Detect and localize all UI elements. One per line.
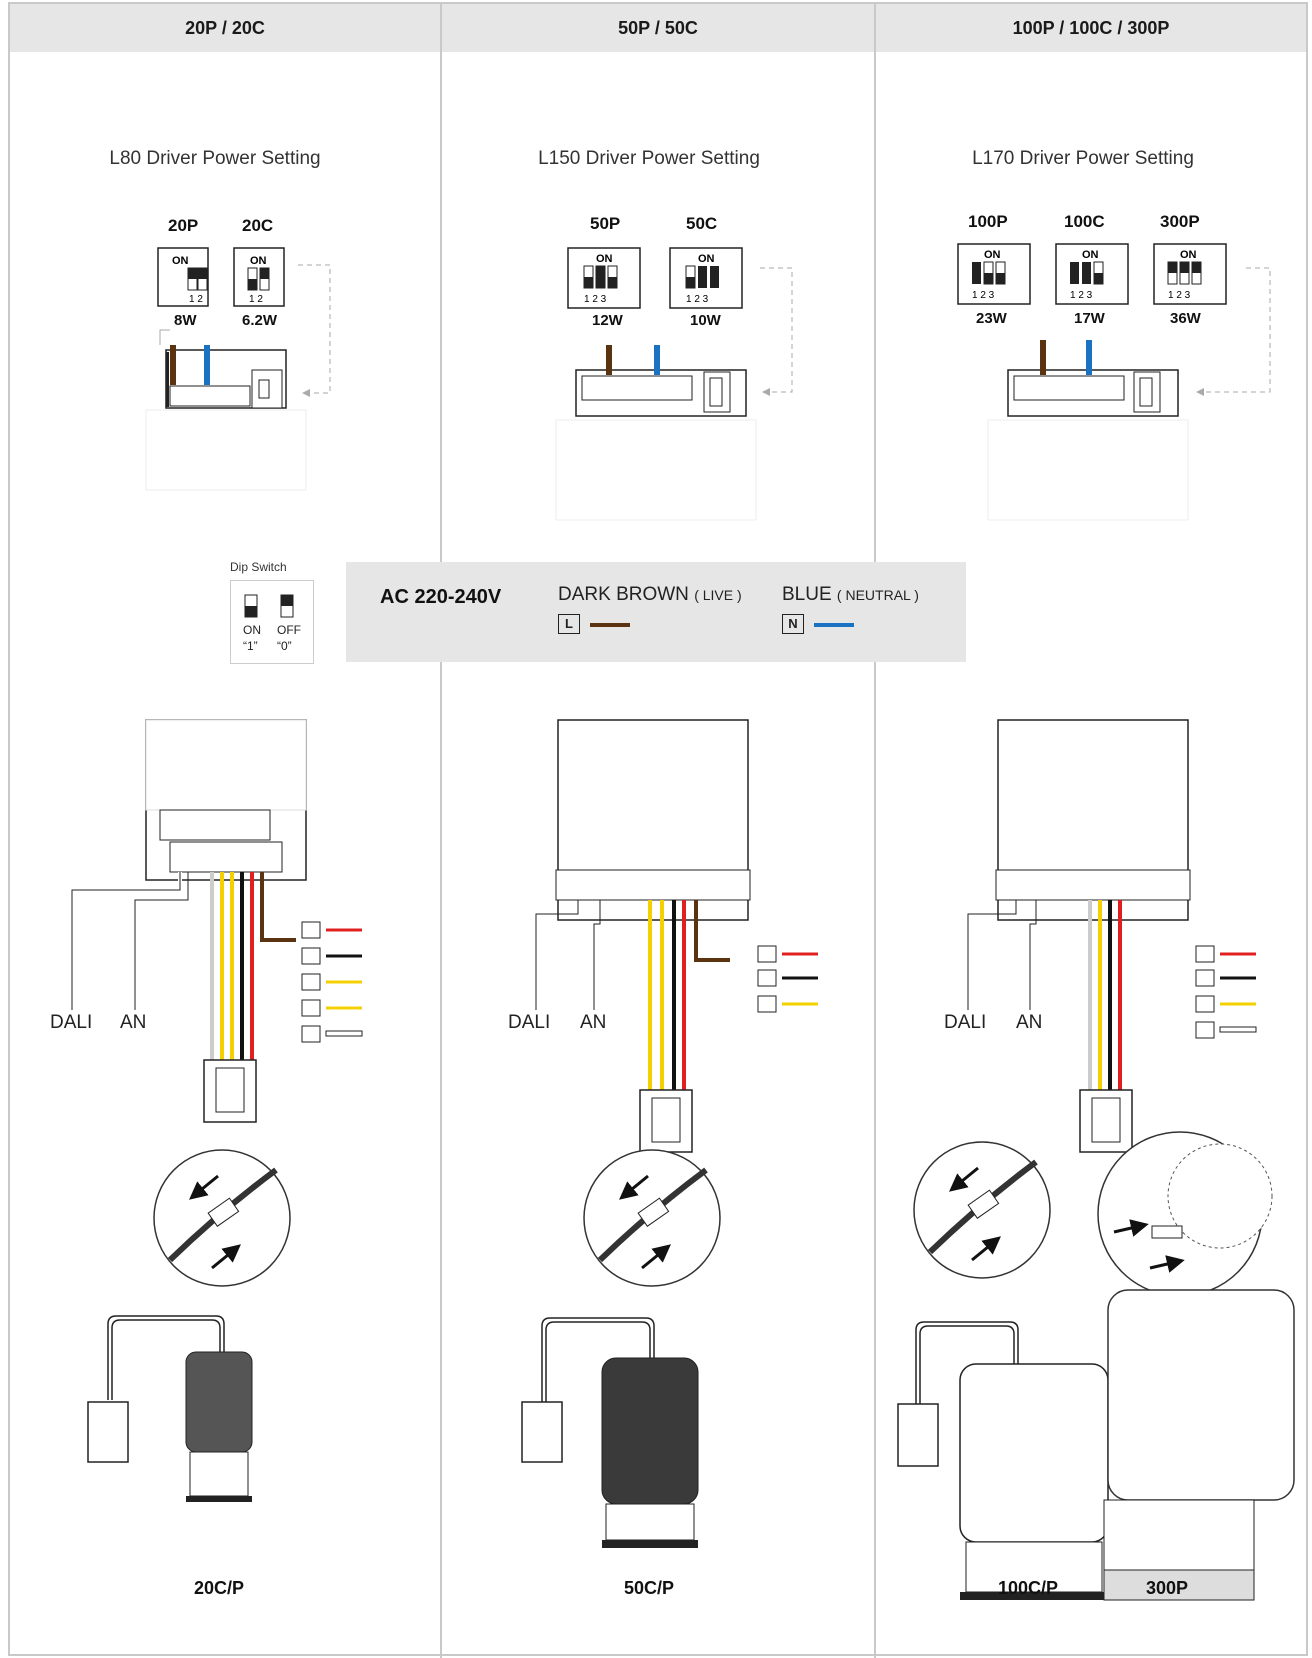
- dip-switch-20p: [157, 247, 209, 307]
- on-label: ON: [1180, 249, 1197, 261]
- ac-voltage: AC 220-240V: [380, 586, 502, 608]
- col1-wires: [70, 872, 296, 1060]
- neutral-wire-name: BLUE: [782, 584, 832, 605]
- product-label-20cp: 20C/P: [194, 1578, 245, 1598]
- driver-title-l150: L150 Driver Power Setting: [538, 148, 760, 169]
- dali-label-col2: DALI: [508, 1012, 551, 1033]
- col3-wire-legend: [1195, 945, 1257, 1039]
- product-20cp: [87, 1315, 253, 1502]
- watt-20p: 8W: [174, 312, 197, 329]
- dip-numbers: 1 2 3: [584, 294, 607, 305]
- dip-switch-100p: [957, 243, 1031, 305]
- l80-driver-top: [145, 329, 307, 491]
- l150-driver-top: [555, 345, 757, 521]
- product-100cp: [897, 1321, 1109, 1600]
- dip-off-value: “0”: [277, 639, 292, 653]
- zoom-circle-col3-left: [913, 1141, 1051, 1279]
- col1-wire-legend: [301, 921, 363, 1043]
- dip-switch-300p: [1153, 243, 1227, 305]
- on-label: ON: [172, 255, 189, 267]
- dip-numbers: 1 2: [249, 294, 263, 305]
- dip-numbers: 1 2 3: [1168, 290, 1191, 301]
- an-label-col1: AN: [120, 1012, 147, 1033]
- dip-label-100c: 100C: [1064, 212, 1105, 231]
- dashed-arrow-col3: [1196, 267, 1271, 396]
- dashed-arrow-col2: [760, 267, 793, 396]
- an-label-col3: AN: [1016, 1012, 1043, 1033]
- dip-switch-20c: [233, 247, 285, 307]
- driver-title-l80: L80 Driver Power Setting: [109, 148, 321, 169]
- l150-driver-bottom: [555, 719, 751, 921]
- product-300p: [1103, 1289, 1295, 1601]
- live-wire-swatch: [590, 623, 630, 627]
- dali-label-col3: DALI: [944, 1012, 987, 1033]
- dip-switch-legend: ON “1” OFF “0”: [230, 580, 314, 664]
- dip-switch-caption: Dip Switch: [230, 560, 287, 574]
- header-col3: 100P / 100C / 300P: [876, 4, 1306, 52]
- dip-label-100p: 100P: [968, 212, 1008, 231]
- dip-off-text: OFF: [277, 623, 301, 637]
- neutral-wire-swatch: [814, 623, 854, 627]
- product-label-300p: 300P: [1146, 1578, 1189, 1598]
- on-label: ON: [1082, 249, 1099, 261]
- header-col2: 50P / 50C: [442, 4, 874, 52]
- l170-driver-top: [987, 340, 1189, 521]
- neutral-wire-note: ( NEUTRAL ): [836, 587, 919, 603]
- dip-label-50c: 50C: [686, 214, 718, 233]
- dip-label-300p: 300P: [1160, 212, 1200, 231]
- watt-300p: 36W: [1170, 310, 1201, 327]
- neutral-badge: N: [782, 614, 804, 634]
- live-wire-note: ( LIVE ): [694, 587, 742, 603]
- an-label-col2: AN: [580, 1012, 607, 1033]
- col3-wires: [967, 900, 1122, 1090]
- zoom-circle-col1: [153, 1149, 291, 1287]
- product-label-50cp: 50C/P: [624, 1578, 675, 1598]
- column-divider: [874, 4, 876, 1658]
- col2-wire-legend: [757, 945, 818, 1013]
- watt-50c: 10W: [690, 312, 721, 329]
- on-label: ON: [984, 249, 1001, 261]
- on-label: ON: [698, 253, 715, 265]
- dip-numbers: 1 2 3: [972, 290, 995, 301]
- page-frame: 20P / 20C 50P / 50C 100P / 100C / 300P: [8, 2, 1308, 1658]
- dip-label-50p: 50P: [590, 214, 621, 233]
- dashed-arrow-col1: [298, 264, 331, 397]
- live-badge: L: [558, 614, 580, 634]
- on-label: ON: [596, 253, 613, 265]
- dali-label-col1: DALI: [50, 1012, 93, 1033]
- watt-100c: 17W: [1074, 310, 1105, 327]
- ac-info-panel: AC 220-240V DARK BROWN ( LIVE ) L BLUE (…: [346, 562, 966, 662]
- product-label-100cp: 100C/P: [998, 1578, 1059, 1598]
- dip-label-20p: 20P: [168, 216, 199, 235]
- product-50cp: [521, 1317, 699, 1548]
- on-label: ON: [250, 255, 267, 267]
- neutral-wire-label: BLUE ( NEUTRAL ): [782, 584, 919, 606]
- watt-100p: 23W: [976, 310, 1007, 327]
- driver-title-l170: L170 Driver Power Setting: [972, 148, 1194, 169]
- dip-on-text: ON: [243, 623, 261, 637]
- col2-wires: [535, 900, 730, 1090]
- header-col1: 20P / 20C: [10, 4, 440, 52]
- l170-driver-bottom: [995, 719, 1191, 921]
- zoom-circle-col3-right: [1097, 1131, 1273, 1297]
- dip-numbers: 1 2: [189, 294, 203, 305]
- dip-switch-100c: [1055, 243, 1129, 305]
- dip-switch-50c: [669, 247, 743, 309]
- l80-driver-bottom: [145, 719, 307, 881]
- column-divider: [440, 4, 442, 1658]
- dip-switch-50p: [567, 247, 641, 309]
- dip-label-20c: 20C: [242, 216, 274, 235]
- watt-20c: 6.2W: [242, 312, 278, 329]
- dip-on-value: “1”: [243, 639, 258, 653]
- watt-50p: 12W: [592, 312, 623, 329]
- live-wire-name: DARK BROWN: [558, 584, 689, 605]
- zoom-circle-col2: [583, 1149, 721, 1287]
- live-wire-label: DARK BROWN ( LIVE ): [558, 584, 742, 606]
- dip-numbers: 1 2 3: [686, 294, 709, 305]
- dip-numbers: 1 2 3: [1070, 290, 1093, 301]
